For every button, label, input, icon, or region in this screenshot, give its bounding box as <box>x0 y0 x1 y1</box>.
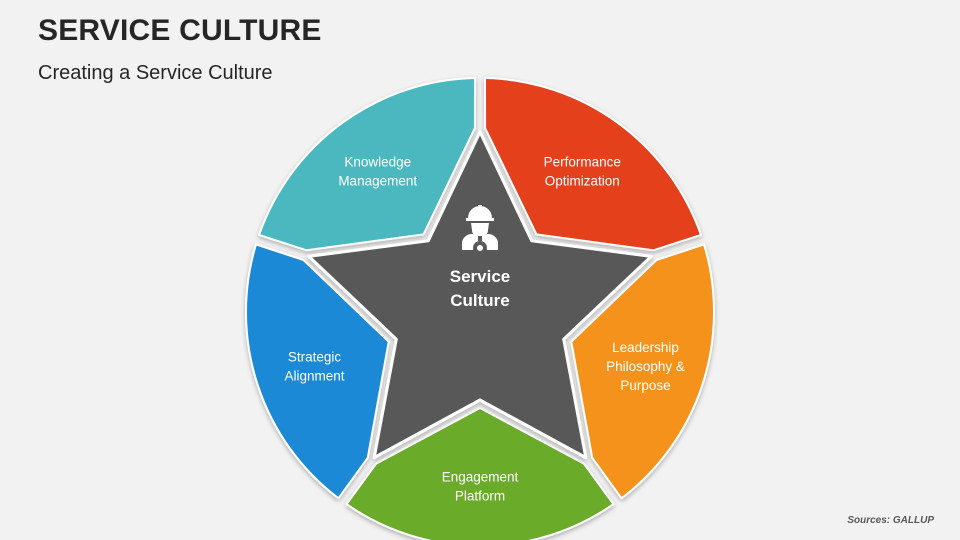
segment-leadership <box>570 243 715 500</box>
segment-label-line: Platform <box>455 489 505 504</box>
center-label-line1: Service <box>450 267 511 286</box>
segment-label-line: Leadership <box>612 340 679 355</box>
segment-performance <box>484 77 702 252</box>
segment-label-line: Performance <box>544 155 621 170</box>
engineer-gear-icon <box>462 205 498 255</box>
segment-label-line: Engagement <box>442 470 519 485</box>
page-subtitle: Creating a Service Culture <box>38 62 273 84</box>
segment-label-line: Management <box>338 174 417 189</box>
segment-engagement <box>345 407 615 540</box>
page-title: SERVICE CULTURE <box>38 14 322 47</box>
segment-label-line: Purpose <box>620 378 670 393</box>
segment-label-line: Philosophy & <box>606 359 685 374</box>
source-note: Sources: GALLUP <box>847 515 934 526</box>
segment-knowledge <box>258 77 476 252</box>
center-star <box>307 130 653 460</box>
segment-strategic <box>245 243 390 500</box>
segment-label-line: Strategic <box>288 349 342 364</box>
segment-label-line: Knowledge <box>344 155 411 170</box>
segment-label-line: Alignment <box>284 368 344 383</box>
segment-label-line: Optimization <box>545 174 620 189</box>
center-label-line2: Culture <box>450 291 510 310</box>
